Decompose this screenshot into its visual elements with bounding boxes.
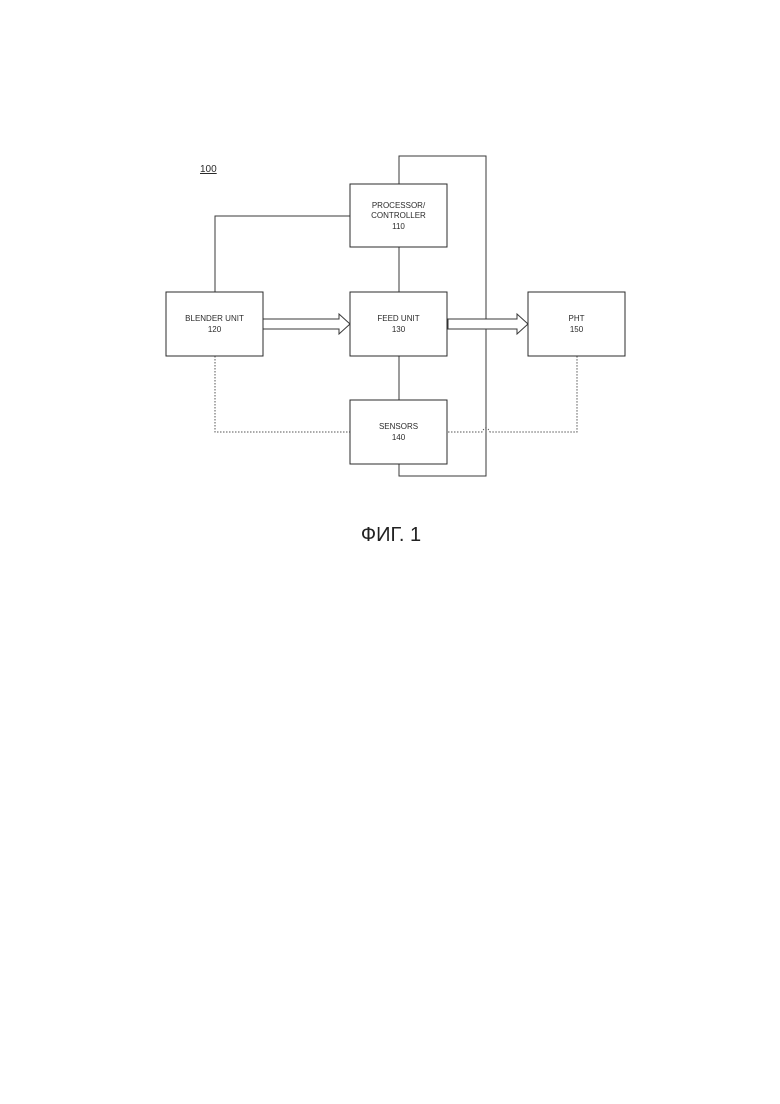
blender-to-feed-arrow (263, 314, 350, 334)
figure-caption: ФИГ. 1 (361, 524, 421, 546)
blender-unit-box: BLENDER UNIT 120 (166, 292, 263, 356)
feed-label: FEED UNIT (377, 314, 419, 323)
sensors-number: 140 (392, 433, 406, 442)
blender-sensors-wire (215, 356, 350, 432)
sensors-label: SENSORS (379, 422, 418, 431)
pht-number: 150 (570, 325, 584, 334)
processor-label-line1: PROCESSOR/ (372, 201, 426, 210)
sensors-box: SENSORS 140 (350, 400, 447, 464)
blender-number: 120 (208, 325, 222, 334)
diagram-reference-label: 100 (200, 164, 217, 175)
pht-box: PHT 150 (528, 292, 625, 356)
sensors-pht-wire (448, 356, 577, 432)
processor-controller-box: PROCESSOR/ CONTROLLER 110 (350, 184, 447, 247)
blender-processor-wire (215, 216, 350, 292)
pht-label: PHT (569, 314, 585, 323)
feed-to-pht-arrow (448, 314, 528, 334)
blender-label: BLENDER UNIT (185, 314, 244, 323)
processor-number: 110 (392, 222, 405, 231)
feed-unit-box: FEED UNIT 130 (350, 292, 447, 356)
feed-number: 130 (392, 325, 406, 334)
processor-label-line2: CONTROLLER (371, 211, 426, 220)
